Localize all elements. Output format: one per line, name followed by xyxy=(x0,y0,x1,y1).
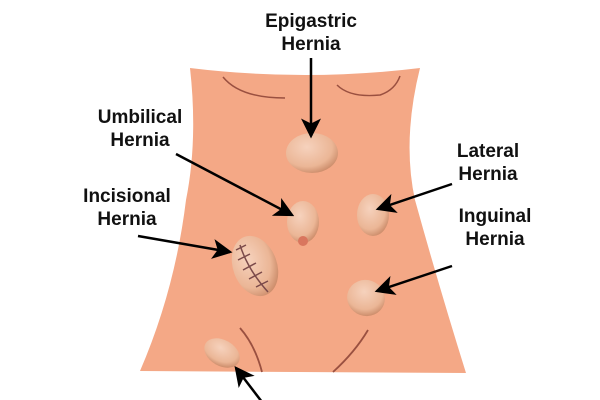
label-umbilical-hernia: Umbilical Hernia xyxy=(92,106,188,152)
chest-line-right xyxy=(336,75,401,97)
label-incisional-hernia: Incisional Hernia xyxy=(74,185,180,231)
incisional-arrow xyxy=(137,234,233,259)
label-inguinal-hernia: Inguinal Hernia xyxy=(450,205,540,251)
label-line: Umbilical xyxy=(97,107,183,128)
label-line: Incisional xyxy=(83,186,171,207)
navel xyxy=(298,236,308,246)
label-line: Hernia xyxy=(458,164,518,185)
label-epigastric-hernia: Epigastric Hernia xyxy=(255,10,367,56)
label-line: Epigastric xyxy=(265,11,357,32)
lateral-bulge xyxy=(357,194,389,236)
umbilical-bulge xyxy=(287,201,319,243)
groin-line-left xyxy=(239,327,263,373)
epigastric-bulge xyxy=(286,133,338,173)
femoral-bulge xyxy=(204,338,240,368)
chest-line-left xyxy=(222,76,286,99)
lateral-arrow xyxy=(375,182,453,213)
label-line: Hernia xyxy=(281,34,341,55)
inguinal-arrow xyxy=(374,264,453,295)
label-lateral-hernia: Lateral Hernia xyxy=(448,140,528,186)
label-line: Lateral xyxy=(456,141,520,162)
label-line: Inguinal xyxy=(458,206,532,227)
femoral-arrow xyxy=(234,366,263,400)
label-line: Hernia xyxy=(97,209,157,230)
incision-stitches xyxy=(235,244,269,293)
label-line: Hernia xyxy=(110,130,170,151)
groin-line-right xyxy=(332,329,369,373)
label-line: Hernia xyxy=(465,229,525,250)
umbilical-arrow xyxy=(175,152,295,217)
